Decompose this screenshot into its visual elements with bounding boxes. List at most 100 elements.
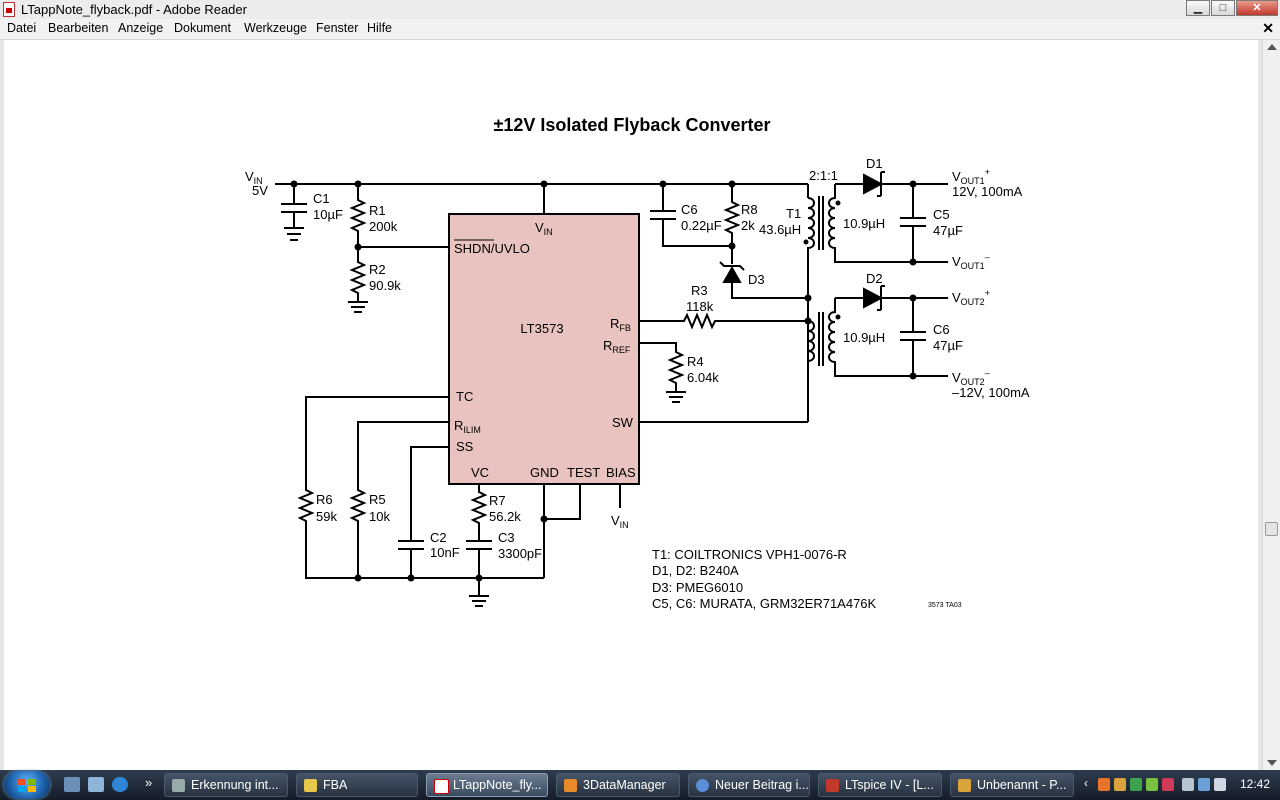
r3-ref: R3 <box>691 283 708 298</box>
taskbar-item-fba[interactable]: FBA <box>296 773 418 797</box>
c1-value: 10µF <box>313 207 343 222</box>
menu-hilfe[interactable]: Hilfe <box>367 21 393 35</box>
tray-app-icon-2[interactable] <box>1114 778 1126 791</box>
secondary-2-winding <box>828 298 948 377</box>
maximize-button[interactable]: □ <box>1211 0 1235 16</box>
r4-ref: R4 <box>687 354 704 369</box>
tray-clock[interactable]: 12:42 <box>1240 777 1271 791</box>
d3-diode <box>722 265 742 283</box>
c5-value: 47µF <box>933 223 963 238</box>
browser-icon <box>696 779 709 792</box>
vout1-spec: 12V, 100mA <box>952 184 1023 199</box>
close-document-icon[interactable]: ✕ <box>1262 20 1274 36</box>
component-notes: T1: COILTRONICS VPH1-0076-R D1, D2: B240… <box>652 547 877 611</box>
taskbar-item-erkennung[interactable]: Erkennung int... <box>164 773 288 797</box>
svg-text:BIAS: BIAS <box>606 465 636 480</box>
menu-dokument[interactable]: Dokument <box>174 21 231 35</box>
close-window-button[interactable]: ✕ <box>1236 0 1278 16</box>
svg-text:TC: TC <box>456 389 473 404</box>
r7-c3-network <box>466 484 492 607</box>
menu-fenster[interactable]: Fenster <box>316 21 359 35</box>
d2-ref: D2 <box>866 271 883 286</box>
menu-bearbeiten[interactable]: Bearbeiten <box>48 21 109 35</box>
quicklaunch-desktop-icon[interactable] <box>88 777 104 792</box>
gnd-test-net <box>543 484 581 578</box>
vertical-scrollbar[interactable] <box>1262 40 1280 770</box>
pdf-document-icon <box>3 2 15 17</box>
document-viewer[interactable]: ±12V Isolated Flyback Converter LT3573 V… <box>0 40 1262 770</box>
secondary-1-winding <box>828 184 948 263</box>
window-titlebar: LTappNote_flyback.pdf - Adobe Reader ▁ □… <box>0 0 1280 20</box>
scroll-thumb[interactable] <box>1265 522 1278 536</box>
svg-text:SHDN/UVLO: SHDN/UVLO <box>454 241 530 256</box>
ltspice-icon <box>826 779 839 792</box>
r5-ref: R5 <box>369 492 386 507</box>
tray-update-icon[interactable] <box>1146 778 1158 791</box>
menu-bar: Datei Bearbeiten Anzeige Dokument Werkze… <box>0 19 1280 40</box>
vout2-plus-label: VOUT2+ <box>952 288 990 307</box>
r5-network <box>349 421 449 578</box>
windows-logo-icon <box>18 779 36 792</box>
start-button[interactable] <box>4 771 50 799</box>
d1-diode <box>863 173 884 195</box>
l2-value: 10.9µH <box>843 330 885 345</box>
flyback-schematic: ±12V Isolated Flyback Converter LT3573 V… <box>245 115 1030 611</box>
r3-value: 118k <box>686 299 714 314</box>
tray-security-icon[interactable] <box>1130 778 1142 791</box>
t1-core <box>818 196 824 366</box>
scroll-up-icon[interactable] <box>1267 44 1277 50</box>
c2-ref: C2 <box>430 530 447 545</box>
figure-code: 3573 TA03 <box>928 602 962 609</box>
c6a-value: 0.22µF <box>681 218 722 233</box>
r6-value: 59k <box>316 509 337 524</box>
l1-value: 10.9µH <box>843 216 885 231</box>
r3-resistor <box>639 312 808 330</box>
taskbar-item-ltappnote[interactable]: LTappNote_fly... <box>426 773 548 797</box>
r6-network <box>297 396 544 579</box>
quicklaunch-ie-icon[interactable] <box>112 777 128 792</box>
c2-network <box>398 446 449 578</box>
scroll-down-icon[interactable] <box>1267 760 1277 766</box>
svg-text:GND: GND <box>530 465 559 480</box>
r8-resistor <box>723 184 741 264</box>
taskbar-item-paint[interactable]: Unbenannt - P... <box>950 773 1074 797</box>
d3-ref: D3 <box>748 272 765 287</box>
tray-volume-icon[interactable] <box>1214 778 1226 791</box>
page-edge-right <box>1258 40 1262 770</box>
ic-name: LT3573 <box>520 321 563 336</box>
r5-value: 10k <box>369 509 390 524</box>
vout2-spec: –12V, 100mA <box>952 385 1030 400</box>
menu-anzeige[interactable]: Anzeige <box>118 21 164 35</box>
svg-text:T1: COILTRONICS VPH1-0076-R: T1: COILTRONICS VPH1-0076-R <box>652 547 847 562</box>
paint-icon <box>958 779 971 792</box>
bias-vin-label: VIN <box>611 513 629 530</box>
menu-datei[interactable]: Datei <box>7 21 37 35</box>
r1-value: 200k <box>369 219 398 234</box>
r4-resistor <box>639 342 686 403</box>
quicklaunch-explorer-icon[interactable] <box>64 777 80 792</box>
taskbar-item-ltspice[interactable]: LTspice IV - [L... <box>818 773 942 797</box>
taskbar-item-3datamanager[interactable]: 3DataManager <box>556 773 680 797</box>
system-tray: ‹ 12:42 <box>1082 770 1280 800</box>
t1-primary-winding <box>807 197 815 298</box>
r7-value: 56.2k <box>489 509 521 524</box>
gear-icon <box>172 779 185 792</box>
tray-network-icon[interactable] <box>1198 778 1210 791</box>
ic-lt3573-body <box>448 213 640 485</box>
tray-device-icon[interactable] <box>1182 778 1194 791</box>
taskbar-item-neuer-beitrag[interactable]: Neuer Beitrag i... <box>688 773 810 797</box>
r2-value: 90.9k <box>369 278 401 293</box>
minimize-button[interactable]: ▁ <box>1186 0 1210 16</box>
window-controls: ▁ □ ✕ <box>1185 0 1278 17</box>
c3-ref: C3 <box>498 530 515 545</box>
r2-ref: R2 <box>369 262 386 277</box>
tray-app-icon-3[interactable] <box>1162 778 1174 791</box>
taskbar: » Erkennung int... FBA LTappNote_fly... … <box>0 770 1280 800</box>
menu-werkzeuge[interactable]: Werkzeuge <box>244 21 307 35</box>
c2-value: 10nF <box>430 545 460 560</box>
quicklaunch-more-icon[interactable]: » <box>145 775 153 790</box>
tray-app-icon[interactable] <box>1098 778 1110 791</box>
app-icon <box>564 779 577 792</box>
tray-expand-icon[interactable]: ‹ <box>1084 776 1088 790</box>
c5-symbol <box>900 184 926 262</box>
